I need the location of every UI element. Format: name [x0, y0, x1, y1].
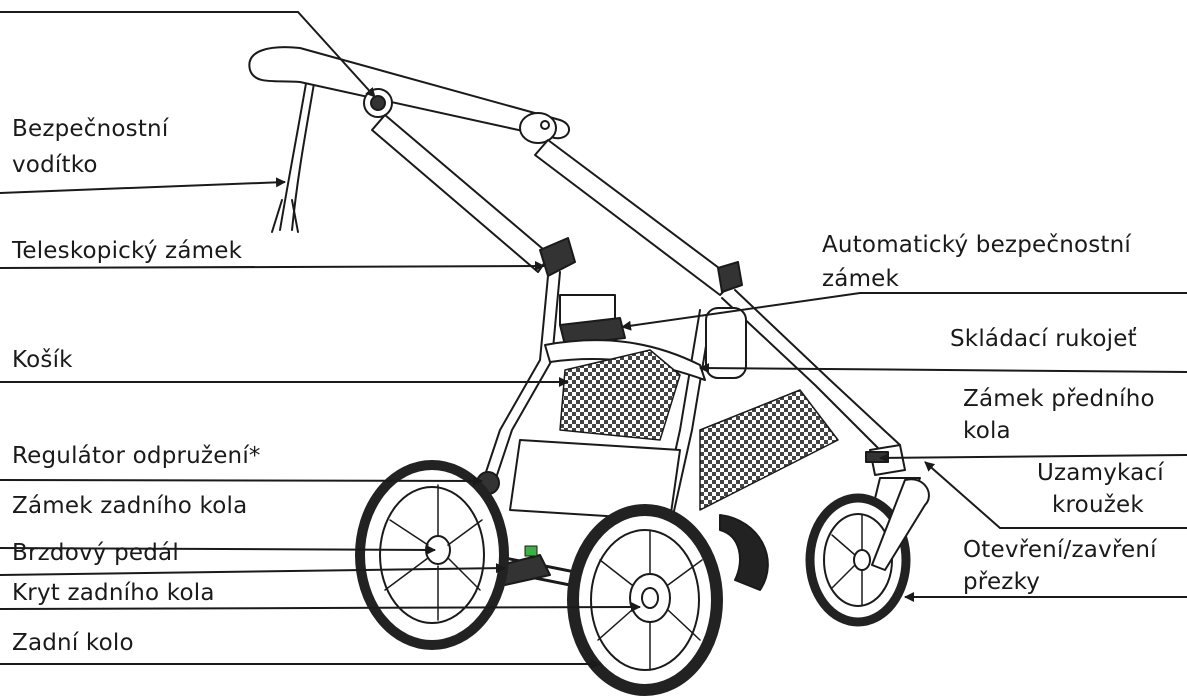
label-front-wheel-lock-line1: Zámek předního: [963, 384, 1155, 414]
basket-mesh-left: [560, 350, 680, 440]
label-rear-wheel: Zadní kolo: [12, 628, 134, 658]
label-locking-ring-line2: kroužek: [1052, 490, 1144, 520]
label-basket: Košík: [12, 345, 73, 375]
handlebar-knob: [371, 96, 385, 110]
leader-safety-strap: [0, 182, 285, 193]
label-telescopic-lock: Teleskopický zámek: [12, 236, 242, 266]
label-safety-strap-line1: Bezpečnostní: [12, 114, 168, 144]
label-suspension: Regulátor odpružení*: [12, 441, 261, 471]
leader-folding-handle: [700, 368, 1187, 372]
basket-mesh-right: [700, 390, 838, 510]
label-brake-pedal: Brzdový pedál: [12, 538, 179, 568]
right-handle-tube: [535, 140, 735, 295]
left-handle-tube: [372, 115, 550, 272]
brake-indicator: [525, 546, 537, 556]
rear-wheel-back: [360, 465, 504, 645]
label-folding-handle: Skládací rukojeť: [950, 324, 1137, 354]
label-auto-lock-line2: zámek: [822, 264, 899, 294]
label-rear-wheel-lock: Zámek zadního kola: [12, 491, 247, 521]
label-front-wheel-lock-line2: kola: [963, 416, 1011, 446]
label-buckle-line1: Otevření/zavření: [963, 535, 1157, 565]
label-buckle-line2: přezky: [963, 567, 1040, 597]
leader-suspension: [0, 480, 482, 481]
label-rear-wheel-cover: Kryt zadního kola: [12, 578, 215, 608]
leader-telescopic-lock: [0, 266, 544, 268]
telescopic-lock-part: [540, 238, 575, 276]
label-safety-strap-line2: vodítko: [12, 150, 98, 180]
label-locking-ring-line1: Uzamykací: [1037, 458, 1164, 488]
label-auto-lock-line1: Automatický bezpečnostní: [822, 230, 1131, 260]
